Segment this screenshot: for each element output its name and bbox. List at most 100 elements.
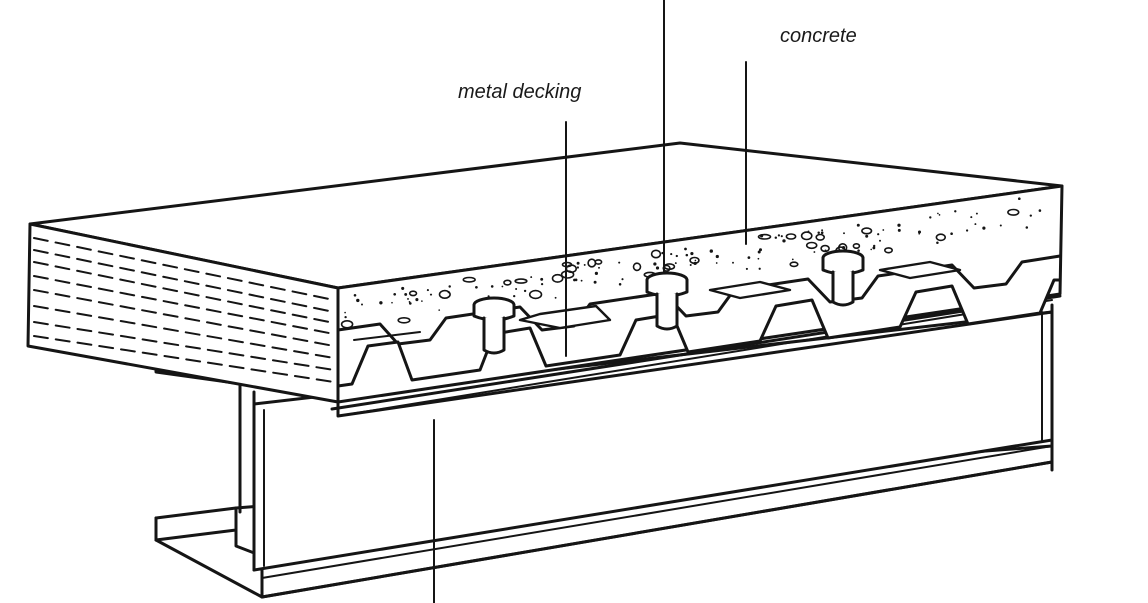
aggregate-speck — [404, 292, 408, 296]
aggregate-speck — [757, 250, 761, 254]
aggregate-speck — [353, 293, 357, 297]
aggregate-speck — [1025, 226, 1029, 229]
aggregate-speck — [758, 267, 761, 270]
aggregate-speck — [655, 266, 660, 270]
aggregate-speck — [447, 291, 450, 294]
aggregate-stone — [594, 259, 603, 265]
shear-stud-3 — [821, 249, 865, 307]
slab-end-hatching — [33, 237, 335, 383]
aggregate-speck — [689, 263, 692, 267]
aggregate-speck — [513, 294, 516, 298]
aggregate-speck — [791, 258, 794, 261]
aggregate-speck — [438, 309, 441, 311]
aggregate-speck — [344, 315, 347, 319]
aggregate-speck — [965, 229, 969, 232]
aggregate-speck — [897, 228, 901, 232]
label-metal-decking: metal decking — [458, 81, 581, 103]
aggregate-speck — [408, 302, 412, 305]
aggregate-speck — [618, 261, 621, 264]
aggregate-stone — [1007, 208, 1020, 216]
shear-stud-1 — [472, 296, 516, 355]
aggregate-speck — [576, 266, 580, 269]
aggregate-speck — [999, 224, 1002, 227]
aggregate-stone — [883, 247, 893, 254]
aggregate-speck — [379, 301, 383, 305]
aggregate-speck — [757, 257, 760, 260]
aggregate-speck — [583, 263, 586, 266]
aggregate-speck — [690, 252, 694, 256]
aggregate-speck — [674, 262, 677, 265]
aggregate-speck — [1038, 209, 1042, 212]
aggregate-speck — [780, 235, 783, 238]
aggregate-speck — [684, 247, 687, 251]
aggregate-speck — [759, 248, 762, 252]
aggregate-speck — [523, 289, 527, 293]
aggregate-speck — [820, 231, 824, 234]
aggregate-speck — [653, 262, 657, 266]
aggregate-speck — [554, 296, 557, 299]
aggregate-stone — [935, 233, 946, 242]
aggregate-speck — [882, 229, 885, 231]
aggregate-speck — [937, 212, 939, 215]
aggregate-speck — [540, 277, 544, 281]
aggregate-speck — [843, 232, 845, 235]
aggregate-stone — [551, 273, 564, 283]
aggregate-speck — [974, 223, 977, 226]
aggregate-speck — [1029, 214, 1032, 217]
aggregate-stone — [632, 262, 642, 272]
aggregate-stone — [514, 278, 528, 284]
leader-lines — [433, 0, 747, 603]
aggregate-speck — [970, 216, 973, 219]
aggregate-stone — [650, 249, 662, 259]
aggregate-speck — [407, 297, 409, 300]
aggregate-speck — [356, 298, 360, 303]
aggregate-speck — [917, 230, 922, 234]
aggregate-speck — [936, 241, 939, 244]
aggregate-stone — [757, 233, 772, 240]
aggregate-speck — [594, 271, 598, 275]
aggregate-speck — [598, 266, 600, 269]
aggregate-stone — [861, 227, 873, 235]
aggregate-speck — [515, 288, 518, 290]
aggregate-speck — [593, 280, 597, 284]
aggregate-speck — [824, 249, 827, 252]
aggregate-speck — [857, 249, 860, 252]
aggregate-speck — [777, 234, 781, 237]
aggregate-speck — [685, 253, 689, 257]
aggregate-speck — [693, 261, 697, 266]
aggregate-speck — [475, 285, 478, 289]
aggregate-stone — [560, 270, 575, 279]
aggregate-speck — [950, 232, 953, 235]
aggregate-stone — [800, 231, 813, 241]
aggregate-speck — [429, 293, 433, 296]
aggregate-speck — [877, 233, 880, 236]
aggregate-speck — [530, 276, 533, 279]
aggregate-speck — [856, 223, 860, 227]
aggregate-speck — [574, 278, 578, 282]
aggregate-stone — [528, 289, 543, 300]
aggregate-speck — [540, 282, 544, 286]
steel-i-beam — [154, 294, 1062, 599]
label-concrete: concrete — [780, 25, 857, 47]
aggregate-speck — [621, 278, 624, 281]
shear-stud-2 — [645, 271, 689, 331]
aggregate-stone — [397, 316, 411, 324]
aggregate-speck — [361, 303, 363, 306]
aggregate-speck — [709, 249, 713, 253]
aggregate-speck — [954, 210, 957, 213]
aggregate-speck — [675, 254, 678, 258]
aggregate-speck — [393, 292, 397, 296]
aggregate-speck — [938, 214, 941, 216]
aggregate-speck — [694, 259, 697, 262]
aggregate-stone — [462, 276, 476, 283]
aggregate-speck — [929, 216, 932, 219]
aggregate-speck — [618, 283, 622, 286]
aggregate-stone — [438, 289, 451, 300]
metal-decking — [336, 254, 1062, 388]
aggregate-speck — [490, 285, 494, 288]
aggregate-speck — [975, 212, 978, 215]
aggregate-speck — [865, 234, 869, 238]
aggregate-speck — [745, 267, 748, 270]
aggregate-speck — [670, 253, 673, 256]
